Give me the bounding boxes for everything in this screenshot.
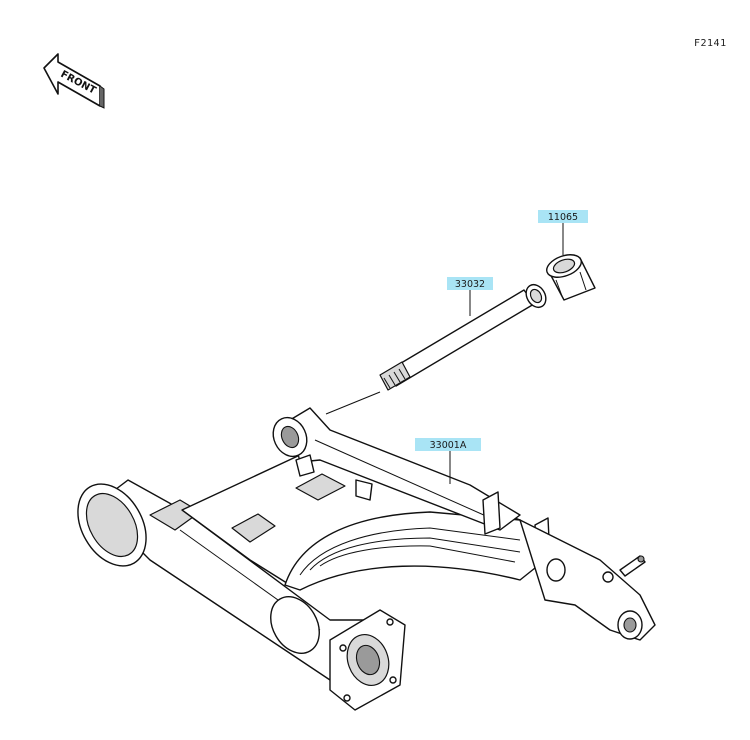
collar-part <box>546 254 596 301</box>
front-arrow-icon: FRONT <box>43 53 105 109</box>
callout-33032: 33032 <box>447 277 493 316</box>
pivot-shaft-part <box>379 283 547 391</box>
callout-11065-label: 11065 <box>548 212 578 223</box>
figure-code: F2141 <box>694 38 727 49</box>
callout-11065: 11065 <box>538 210 588 255</box>
swingarm-part <box>77 407 656 711</box>
callout-33001a-label: 33001A <box>430 440 467 451</box>
callout-33032-label: 33032 <box>455 279 485 290</box>
callout-33001a: 33001A <box>415 438 481 484</box>
